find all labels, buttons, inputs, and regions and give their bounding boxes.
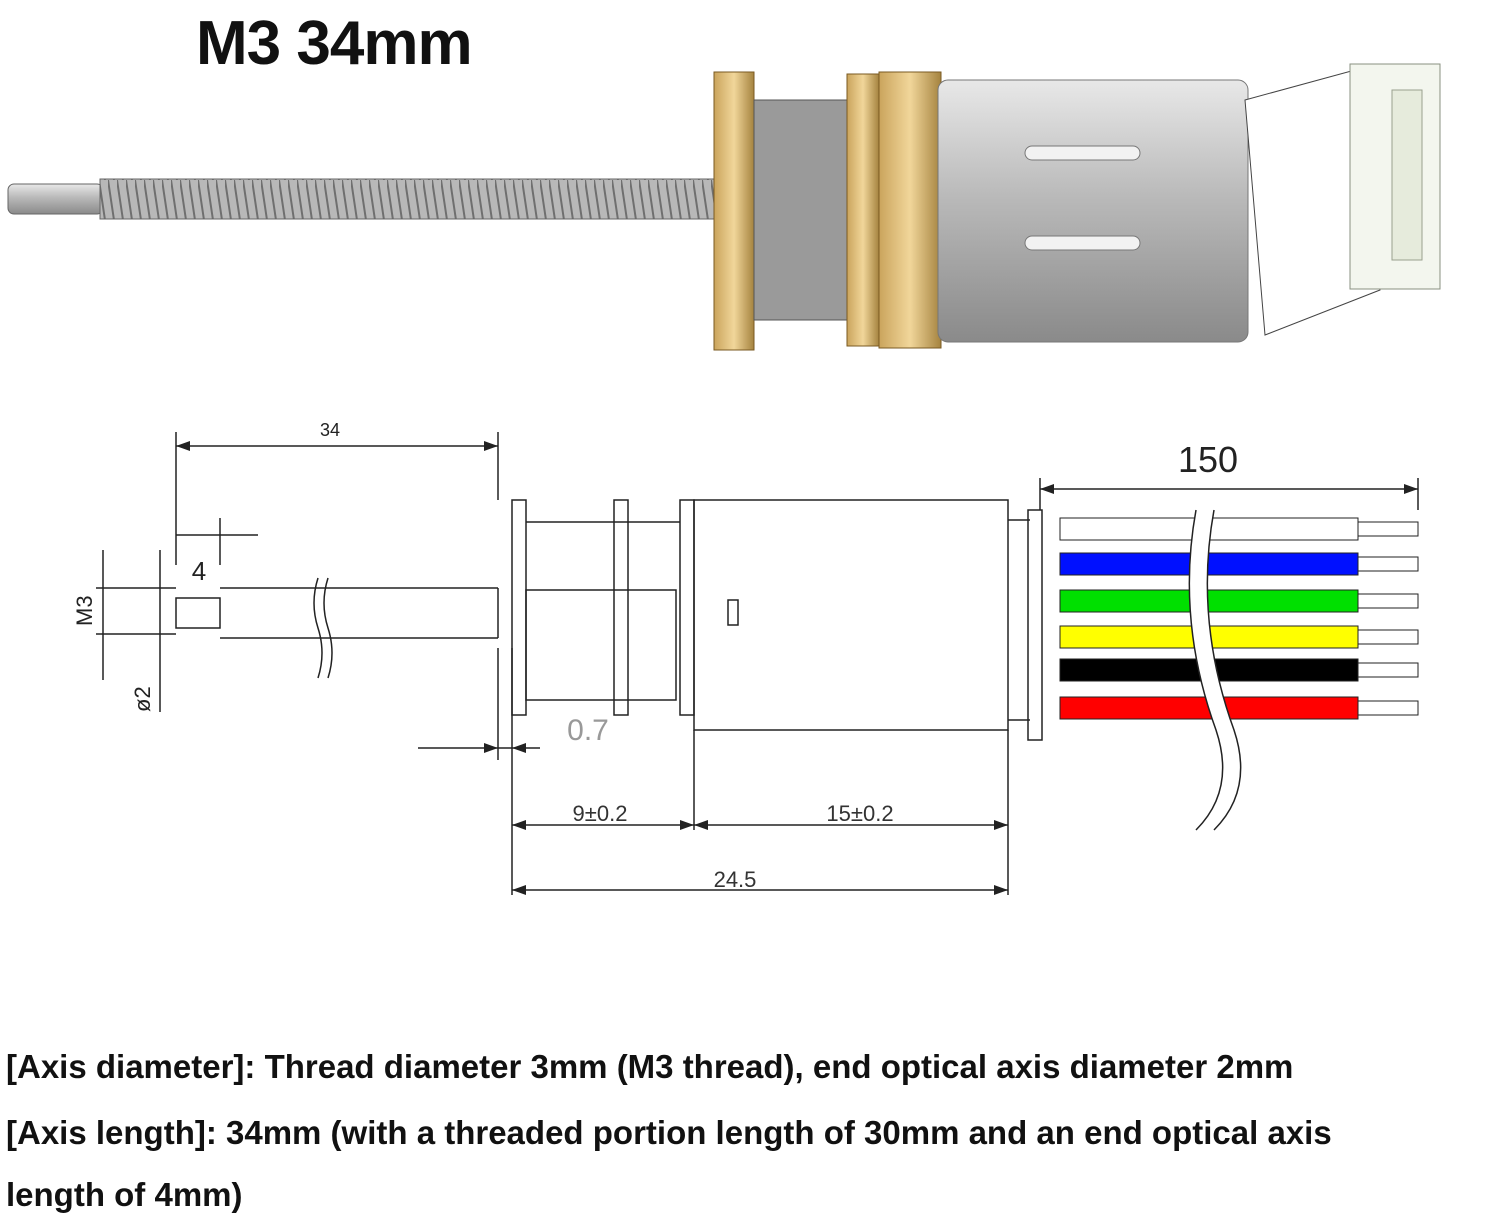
dim-end-axis: 4 [192,556,206,586]
threaded-shaft [99,178,721,220]
shaft-end [7,183,104,215]
gearbox-plate-front [713,71,755,351]
dim-thread: M3 [72,595,97,626]
dim-shaft-length: 34 [320,420,340,440]
spec-axis-length-cont: length of 4mm) [6,1176,243,1213]
dim-flange-gap: 0.7 [567,714,609,747]
motor-can [937,79,1249,343]
gearbox-plate-mid [846,73,880,347]
dim-motor-length: 15±0.2 [826,801,893,826]
wire-group [1059,508,1419,837]
motor-photo [7,63,1441,351]
wire-green [1059,589,1359,613]
spec-axis-diameter: [Axis diameter]: Thread diameter 3mm (M3… [6,1048,1294,1085]
wire-blue [1059,552,1359,576]
dimension-drawing: 34 150 4 M3 ø2 0.7 9±0.2 15±0.2 24.5 [72,420,1419,895]
product-title: M3 34mm [196,9,473,78]
encoder-board [1244,69,1381,336]
spec-axis-length: [Axis length]: 34mm (with a threaded por… [6,1114,1332,1151]
motor-slot-lower [1024,235,1141,251]
dim-wire-length: 150 [1178,439,1238,480]
motor-slot-upper [1024,145,1141,161]
dim-gearbox-length: 9±0.2 [573,801,628,826]
dim-total-length: 24.5 [714,867,757,892]
wire-break [1189,508,1241,837]
dim-end-diameter: ø2 [130,686,155,712]
gear-stack [753,99,850,321]
gearbox-plate-rear [878,71,942,349]
